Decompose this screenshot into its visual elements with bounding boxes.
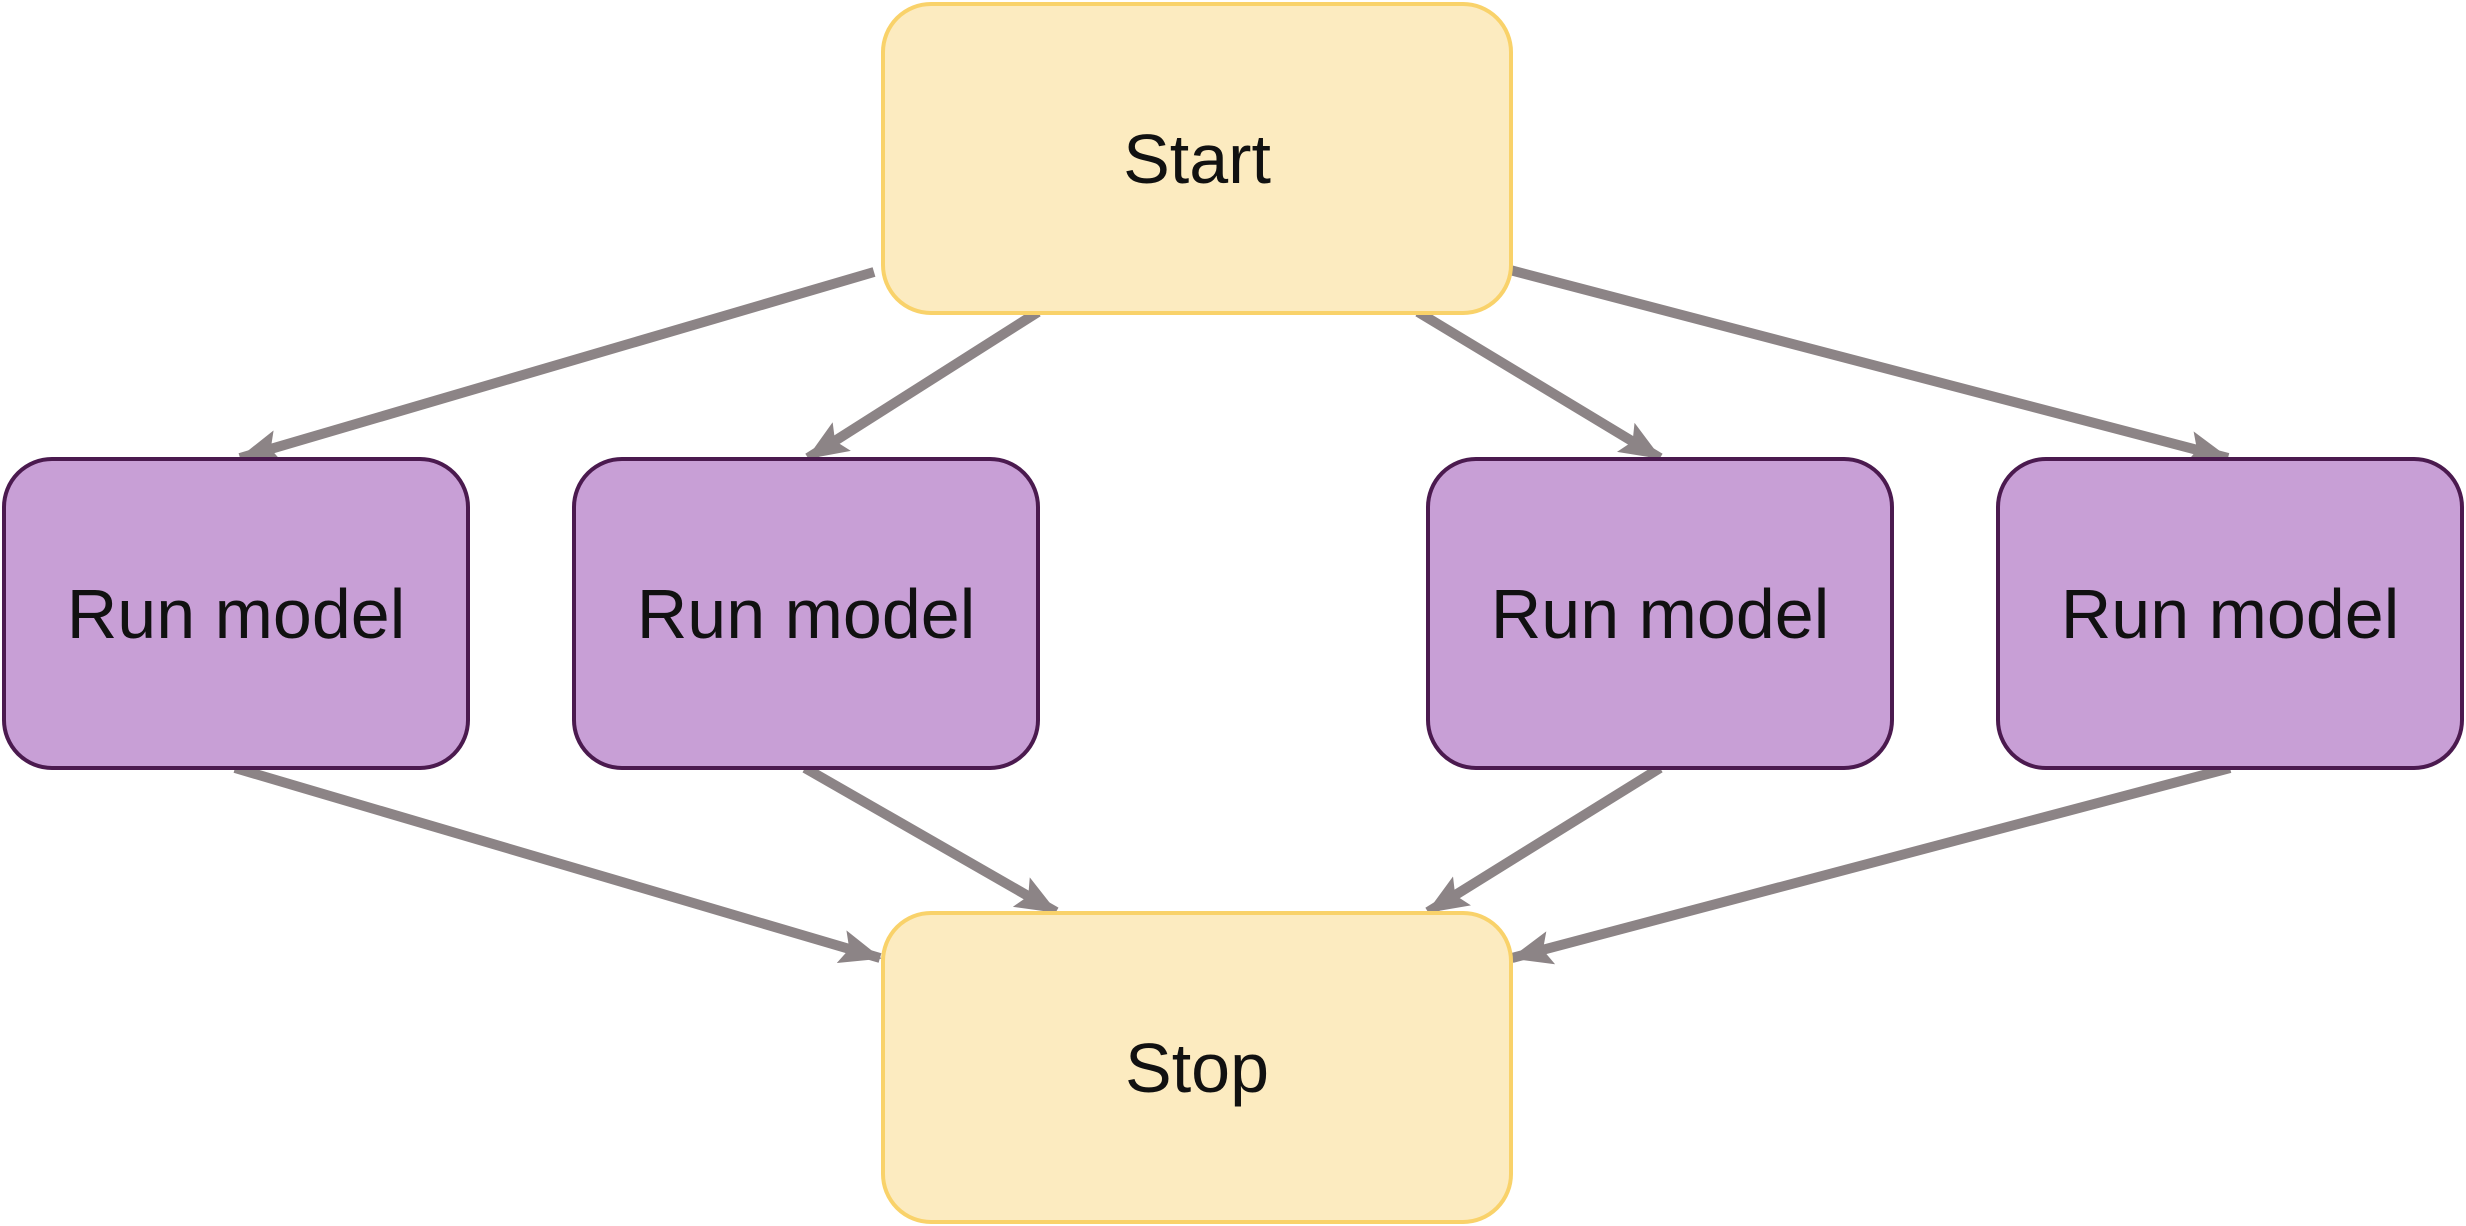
start-node: Start (881, 2, 1513, 315)
arrow-run-4-to-stop (1510, 763, 2232, 965)
arrow-start-to-run-3 (1415, 307, 1663, 463)
arrow-start-to-run-4 (1508, 265, 2230, 465)
stop-node: Stop (881, 911, 1513, 1224)
arrow-start-to-run-2 (805, 307, 1041, 463)
arrow-run-2-to-stop (802, 763, 1059, 917)
arrow-run-1-to-stop (233, 763, 882, 964)
run-model-node-4: Run model (1996, 457, 2464, 770)
arrow-run-3-to-stop (1425, 763, 1663, 917)
arrow-start-to-run-1 (238, 267, 876, 464)
run-model-node-1: Run model (2, 457, 470, 770)
run-model-node-3: Run model (1426, 457, 1894, 770)
run-model-node-2: Run model (572, 457, 1040, 770)
